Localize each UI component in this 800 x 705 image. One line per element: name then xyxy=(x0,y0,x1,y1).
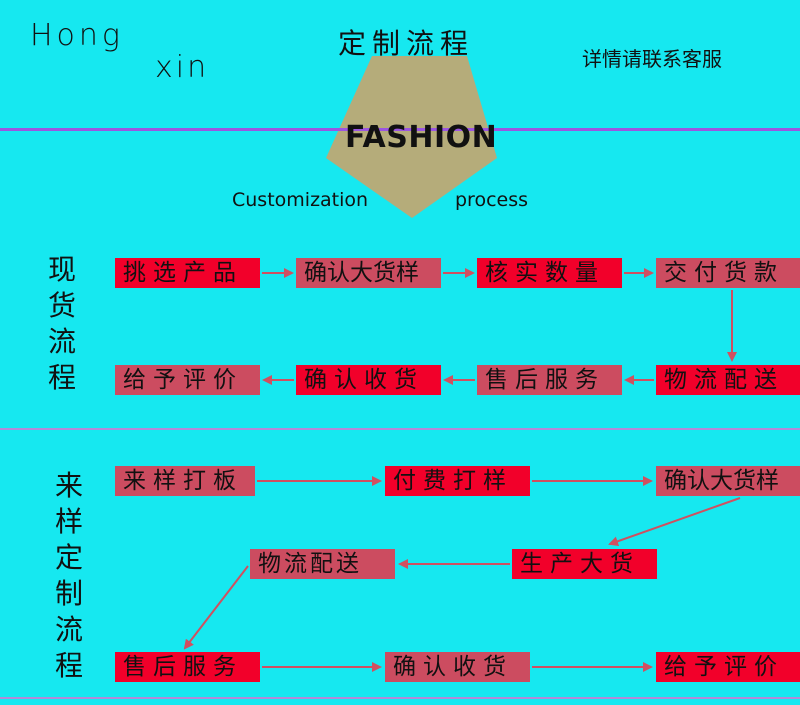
s2-step-6: 售后服务 xyxy=(115,652,260,682)
emblem-right-text: process xyxy=(455,189,529,211)
arrow-s2-3 xyxy=(608,497,741,547)
header-divider-line xyxy=(0,128,800,131)
s1-step-8: 给予评价 xyxy=(115,365,260,395)
s2-step-7: 确认收货 xyxy=(385,652,530,682)
section-divider-line xyxy=(0,428,800,430)
brand-line-2: xin xyxy=(155,50,210,85)
s2-step-4: 生产大货 xyxy=(512,549,657,579)
s1-step-6: 售后服务 xyxy=(477,365,622,395)
s1-step-5: 物流配送 xyxy=(656,365,800,395)
s2-step-1: 来样打板 xyxy=(115,466,255,496)
s2-step-8: 给予评价 xyxy=(656,652,800,682)
s2-step-5: 物流配送 xyxy=(250,549,395,579)
emblem-pentagon xyxy=(326,56,497,218)
s1-step-4: 交付货款 xyxy=(656,258,800,288)
contact-note: 详情请联系客服 xyxy=(582,47,722,71)
section2-label: 来样定制流程 xyxy=(54,469,83,682)
s2-step-3: 确认大货样 xyxy=(656,466,800,496)
s1-step-2: 确认大货样 xyxy=(296,258,441,288)
emblem-word: FASHION xyxy=(345,120,498,155)
arrow-s2-5 xyxy=(183,565,249,650)
s1-step-1: 挑选产品 xyxy=(115,258,260,288)
section1-label: 现货流程 xyxy=(47,253,76,394)
s1-step-3: 核实数量 xyxy=(477,258,622,288)
s2-step-2: 付费打样 xyxy=(385,466,530,496)
brand-line-1: Hong xyxy=(30,18,124,53)
page-title: 定制流程 xyxy=(338,27,475,60)
bottom-divider-line xyxy=(0,697,800,699)
emblem-left-text: Customization xyxy=(232,189,369,211)
s1-step-7: 确认收货 xyxy=(296,365,441,395)
